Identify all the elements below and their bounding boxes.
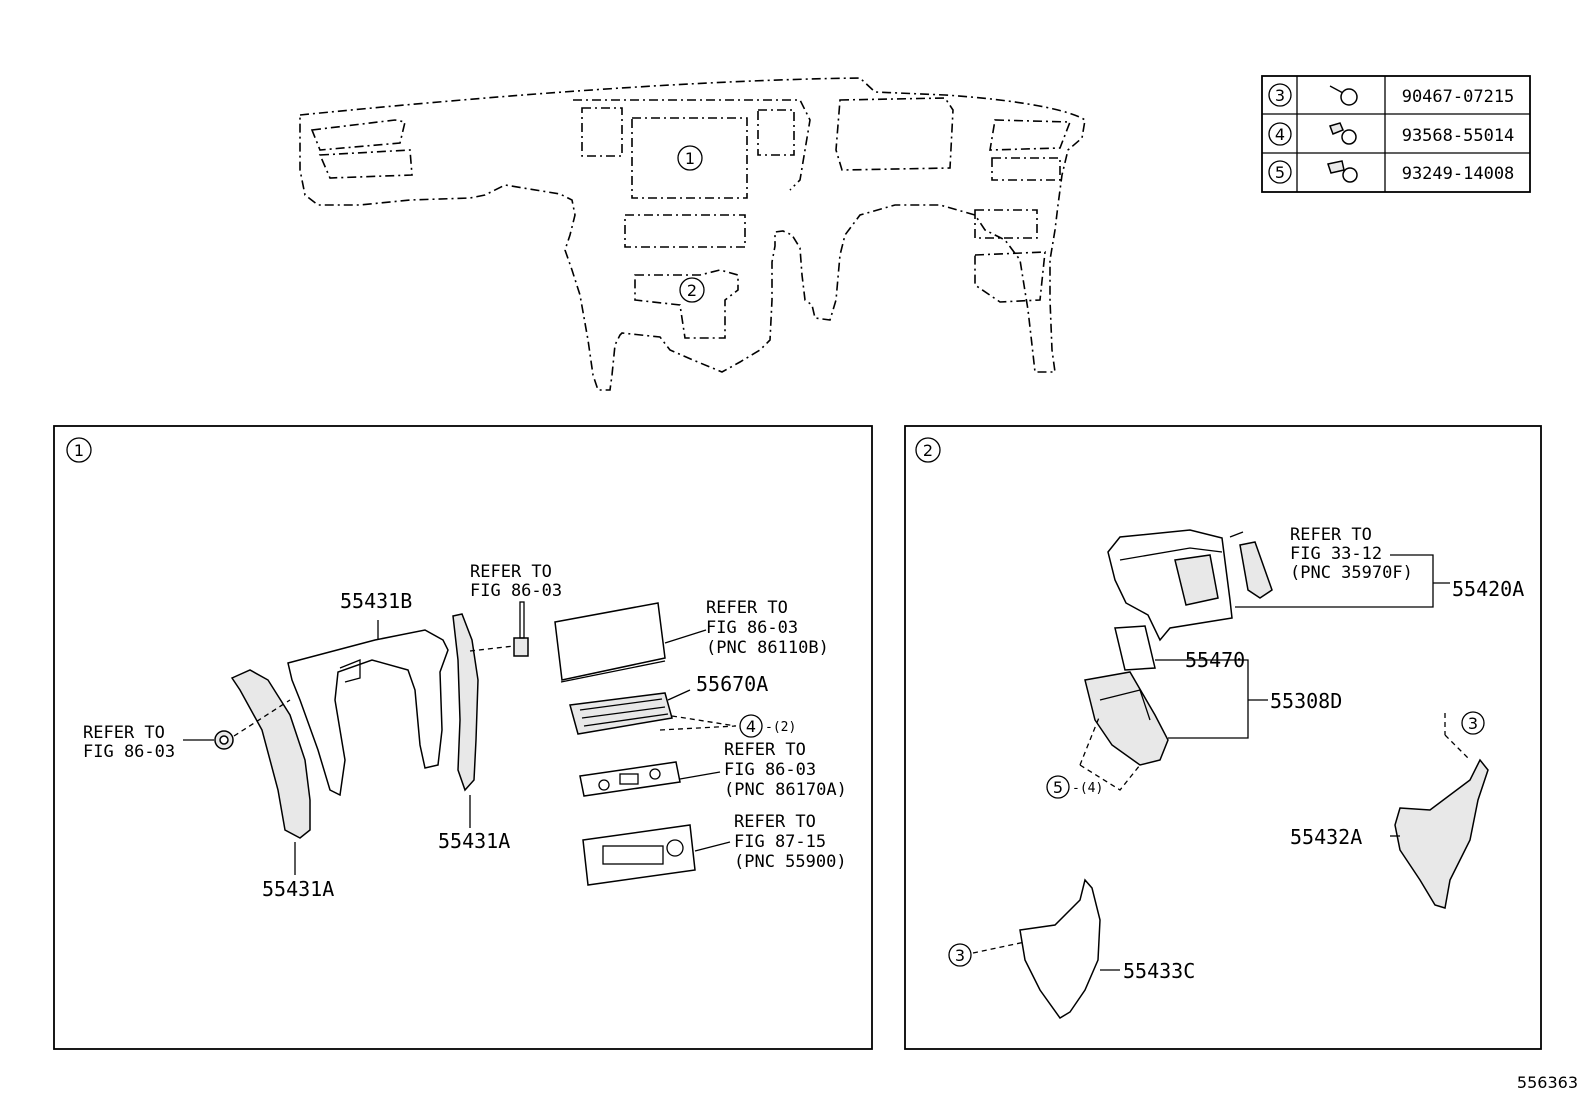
- bezel-55431B: [287, 629, 449, 797]
- refer-display-line3: (PNC 86110B): [706, 638, 829, 658]
- refer-climate-line3: (PNC 55900): [734, 852, 847, 872]
- label-55431A-left: 55431A: [262, 877, 334, 901]
- fastener-4-callout-text: 4: [746, 717, 756, 736]
- table-part-no-3: 93249-14008: [1402, 164, 1515, 184]
- refer-switch-line1: REFER TO: [724, 740, 806, 760]
- fastener-3-callout-b: [948, 943, 972, 967]
- fastener-3-callout-b-text: 3: [955, 946, 965, 965]
- fastener-table: 3 90467-07215 4 93568-55014 5 93249-1400…: [1261, 75, 1531, 193]
- table-ref-3: 3: [1275, 86, 1285, 105]
- climate-control-panel: [582, 824, 696, 886]
- refer-climate-line2: FIG 87-15: [734, 832, 826, 852]
- panel-1: 1: [53, 425, 873, 1050]
- refer-bolt-line2: FIG 86-03: [470, 581, 562, 601]
- label-55433C: 55433C: [1123, 959, 1195, 983]
- fastener-5-qty: -(4): [1072, 781, 1103, 796]
- fastener-4-qty: -(2): [765, 720, 796, 735]
- pad-55470: [1114, 625, 1156, 671]
- label-55308D: 55308D: [1270, 689, 1342, 713]
- display-unit: [554, 602, 666, 681]
- refer-line2: FIG 33-12: [1290, 544, 1382, 564]
- dashboard-overview: 1 2: [299, 77, 1086, 391]
- fastener-4-callout: [739, 714, 763, 738]
- overview-callout-2: [679, 277, 705, 303]
- nut-icon: [214, 730, 234, 750]
- overview-callout-2-text: 2: [687, 281, 697, 300]
- panel-1-number: 1: [74, 441, 84, 460]
- trim-55431A-right: [452, 613, 479, 792]
- refer-switch-line3: (PNC 86170A): [724, 780, 847, 800]
- overview-display-zone: [631, 117, 748, 199]
- panel-2-number: 2: [923, 441, 933, 460]
- switch-panel: [579, 761, 681, 797]
- table-part-no-2: 93568-55014: [1402, 126, 1515, 146]
- label-55431B: 55431B: [340, 589, 412, 613]
- label-55431A-right: 55431A: [438, 829, 510, 853]
- refer-climate-line1: REFER TO: [734, 812, 816, 832]
- refer-switch-line2: FIG 86-03: [724, 760, 816, 780]
- label-55670A: 55670A: [696, 672, 768, 696]
- refer-display-line2: FIG 86-03: [706, 618, 798, 638]
- table-part-no-1: 90467-07215: [1402, 87, 1515, 107]
- refer-nut-line2: FIG 86-03: [83, 742, 175, 762]
- figure-id: 556363: [1517, 1073, 1578, 1092]
- panel-2: 2 REFER TO FIG 33-12 (PNC 35970F) 55420A: [904, 425, 1542, 1050]
- bolt-icon: [513, 601, 529, 657]
- switch-module: [1239, 541, 1273, 599]
- trim-55433C: [1019, 878, 1101, 1019]
- table-ref-5: 5: [1275, 163, 1285, 182]
- fastener-3-callout-a-text: 3: [1468, 714, 1478, 733]
- screw-icon: [1327, 160, 1358, 183]
- table-ref-4: 4: [1275, 125, 1285, 144]
- overview-callout-1-text: 1: [685, 149, 695, 168]
- label-55470: 55470: [1185, 648, 1245, 672]
- overview-callout-1: [677, 145, 703, 171]
- fastener-3-callout-a: [1461, 711, 1485, 735]
- trim-55432A: [1394, 758, 1489, 909]
- refer-display-line1: REFER TO: [706, 598, 788, 618]
- refer-line1: REFER TO: [1290, 525, 1372, 545]
- label-55432A: 55432A: [1290, 825, 1362, 849]
- bolt-icon: [1329, 122, 1357, 145]
- fastener-5-callout-text: 5: [1053, 778, 1063, 797]
- trim-55431A-left: [230, 669, 311, 839]
- refer-line3: (PNC 35970F): [1290, 563, 1413, 583]
- assembly-55308D: [1084, 671, 1169, 766]
- refer-bolt-line1: REFER TO: [470, 562, 552, 582]
- label-55420A: 55420A: [1452, 577, 1524, 601]
- clip-icon: [1329, 85, 1358, 106]
- refer-nut-line1: REFER TO: [83, 723, 165, 743]
- fastener-5-callout: [1046, 775, 1070, 799]
